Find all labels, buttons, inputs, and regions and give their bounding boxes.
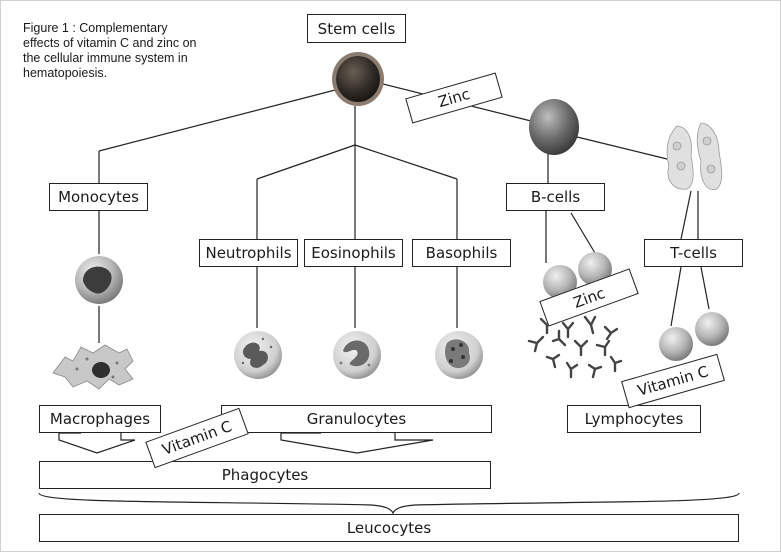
leucocytes-label: Leucocytes [39, 514, 739, 542]
monocytes-label: Monocytes [49, 183, 148, 211]
b-cells-label: B-cells [506, 183, 605, 211]
monocyte-image [75, 256, 123, 304]
macrophage-image [52, 344, 134, 390]
eosinophils-label: Eosinophils [304, 239, 403, 267]
stem-cell-image [332, 52, 384, 106]
t-lymphocyte-images [659, 312, 729, 361]
thymus-image [666, 122, 723, 190]
basophil-image [435, 331, 483, 379]
t-cells-label: T-cells [644, 239, 743, 267]
neutrophil-image [234, 331, 282, 379]
phagocytes-label: Phagocytes [39, 461, 491, 489]
antibodies-image [527, 315, 623, 379]
b-cell-precursor-image [529, 99, 579, 155]
figure-caption: Figure 1 : Complementary effects of vita… [23, 21, 197, 80]
macrophages-label: Macrophages [39, 405, 161, 433]
eosinophil-image [333, 331, 381, 379]
neutrophils-label: Neutrophils [199, 239, 298, 267]
basophils-label: Basophils [412, 239, 511, 267]
stem-cells-label: Stem cells [307, 14, 406, 43]
leucocytes-brace [38, 492, 740, 515]
lymphocytes-label: Lymphocytes [567, 405, 701, 433]
granulocytes-label: Granulocytes [221, 405, 492, 433]
